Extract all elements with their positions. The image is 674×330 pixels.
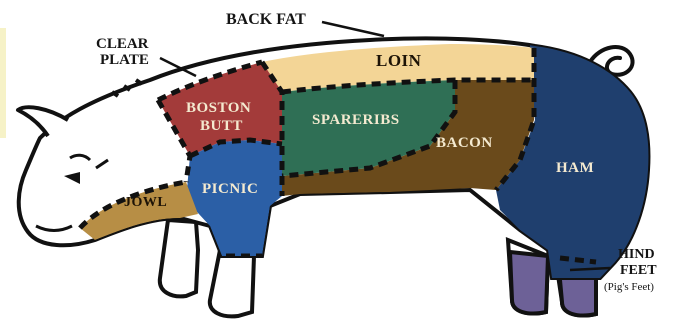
jowl-label: JOWL [124,195,167,210]
picnic-label: PICNIC [202,181,258,197]
ham-label: HAM [556,160,594,176]
spareribs-label: SPARERIBS [312,112,400,128]
hind-feet-note: (Pig's Feet) [604,281,654,293]
boston-butt-label-line2: BUTT [200,118,243,134]
left-strip [0,28,6,138]
back-fat-label: BACK FAT [226,11,306,28]
boston-butt-label-line1: BOSTON [186,100,251,116]
front-leg-right [210,250,254,316]
hind-foot-left [510,252,548,314]
bacon-label: BACON [436,135,493,151]
loin-label: LOIN [376,51,422,70]
front-leg-left [160,220,198,296]
picnic-region [186,140,282,256]
hind-feet-label-line2: FEET [620,263,657,278]
hind-feet-label-line1: HIND [618,247,655,262]
back-fat-pointer [322,22,384,36]
clear-plate-label-line2: PLATE [100,52,149,68]
clear-plate-label-line1: CLEAR [96,36,149,52]
